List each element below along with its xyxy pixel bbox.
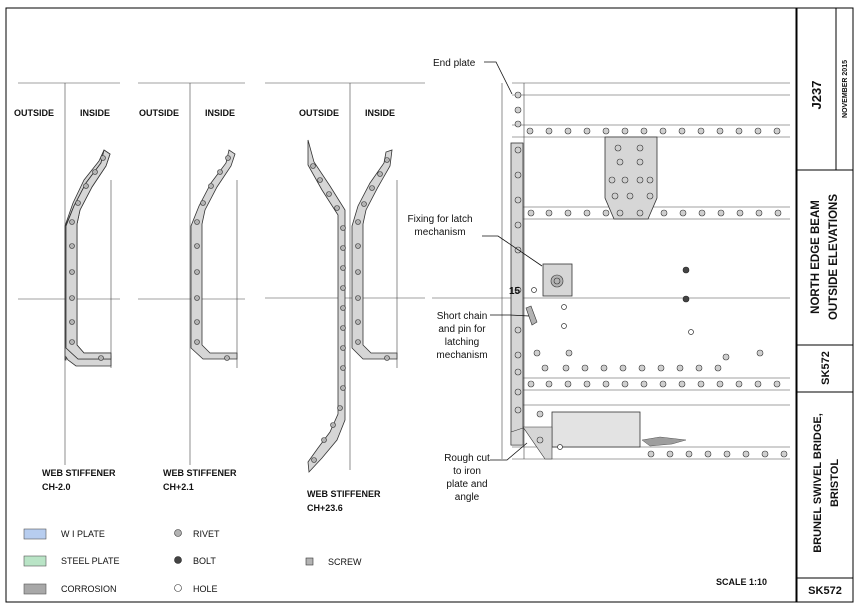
drawing-title-line1: NORTH EDGE BEAM: [810, 200, 822, 314]
outside-label: OUTSIDE: [139, 108, 179, 118]
inside-label: INSIDE: [80, 108, 110, 118]
legend-swatch-steel-plate: [23, 555, 47, 567]
end-plate-label: End plate: [433, 58, 476, 69]
elevation-bolts: [682, 266, 690, 303]
sheet-ref: SK572: [820, 351, 832, 385]
legend-rivet-symbol: [174, 529, 182, 537]
stiffener-section-2: OUTSIDE INSIDE WEB STIFFENER CH+2.1: [138, 82, 245, 492]
number-15: 15: [509, 286, 521, 297]
rough-cut-line2: to iron: [453, 466, 481, 477]
outside-label: OUTSIDE: [299, 108, 339, 118]
legend-steel-plate: STEEL PLATE: [61, 556, 120, 566]
chain-label-line2: and pin for: [438, 324, 486, 335]
end-plate-cut: [510, 427, 524, 446]
stiffener-plate-inside: [351, 149, 398, 360]
corrosion-patch: [641, 436, 687, 447]
legend: W I PLATE STEEL PLATE CORROSION RIVET BO…: [23, 528, 362, 595]
legend-screw-symbol: [305, 557, 314, 566]
sheet-ref-bottom: SK572: [808, 585, 842, 597]
title-block-frame: [796, 7, 854, 603]
scale-label: SCALE 1:10: [716, 577, 767, 587]
fixing-label-line2: mechanism: [414, 227, 465, 238]
stiffener-rivets: [69, 155, 106, 361]
legend-corrosion: CORROSION: [61, 584, 117, 594]
fixing-label-line1: Fixing for latch: [407, 214, 472, 225]
latch-fixing-plate: [542, 263, 573, 297]
chain-label-line3: latching: [445, 337, 479, 348]
legend-swatch-corrosion: [23, 583, 47, 595]
gusset-plate: [604, 136, 658, 220]
drawing-border: [5, 7, 797, 603]
angle-cut: [522, 426, 553, 460]
chain-label-line1: Short chain: [437, 311, 488, 322]
elevation-view: 15: [432, 82, 790, 460]
inside-label: INSIDE: [365, 108, 395, 118]
project-line2: BRISTOL: [829, 459, 841, 507]
rough-cut-line4: angle: [455, 492, 480, 503]
drawing-date: NOVEMBER 2015: [842, 60, 849, 118]
latch-chain-pin: [525, 305, 538, 326]
chain-label-line4: mechanism: [436, 350, 487, 361]
stiffener-name: WEB STIFFENER: [163, 468, 237, 478]
rough-cut-line1: Rough cut: [444, 453, 490, 464]
angle-plate: [551, 411, 641, 448]
legend-swatch-wi-plate: [23, 528, 47, 540]
legend-hole-symbol: [174, 584, 182, 592]
stiffener-plate-outside: [307, 139, 346, 473]
legend-rivet: RIVET: [193, 529, 220, 539]
stiffener-name: WEB STIFFENER: [42, 468, 116, 478]
stiffener-ref: CH+2.1: [163, 482, 194, 492]
elevation-holes: [531, 287, 694, 450]
legend-hole: HOLE: [193, 584, 218, 594]
job-number: J237: [809, 81, 824, 110]
drawing-title-line2: OUTSIDE ELEVATIONS: [828, 194, 840, 320]
stiffener-section-1: OUTSIDE INSIDE WEB STIFFENER CH-2.0: [14, 82, 120, 492]
stiffener-rivets: [310, 157, 390, 463]
stiffener-section-3: OUTSIDE INSIDE WEB STIFFENER CH+23.6: [265, 82, 425, 513]
legend-bolt-symbol: [174, 556, 182, 564]
stiffener-plate: [190, 149, 238, 360]
legend-bolt: BOLT: [193, 556, 216, 566]
stiffener-ref: CH-2.0: [42, 482, 71, 492]
stiffener-rivets: [194, 155, 231, 361]
rough-cut-line3: plate and: [446, 479, 487, 490]
project-line1: BRUNEL SWIVEL BRIDGE,: [812, 413, 824, 553]
legend-wi-plate: W I PLATE: [61, 529, 105, 539]
leaders: [482, 61, 543, 461]
legend-screw: SCREW: [328, 557, 362, 567]
elevation-rivets: [514, 91, 788, 458]
inside-label: INSIDE: [205, 108, 235, 118]
outside-label: OUTSIDE: [14, 108, 54, 118]
stiffener-name: WEB STIFFENER: [307, 489, 381, 499]
stiffener-ref: CH+23.6: [307, 503, 343, 513]
